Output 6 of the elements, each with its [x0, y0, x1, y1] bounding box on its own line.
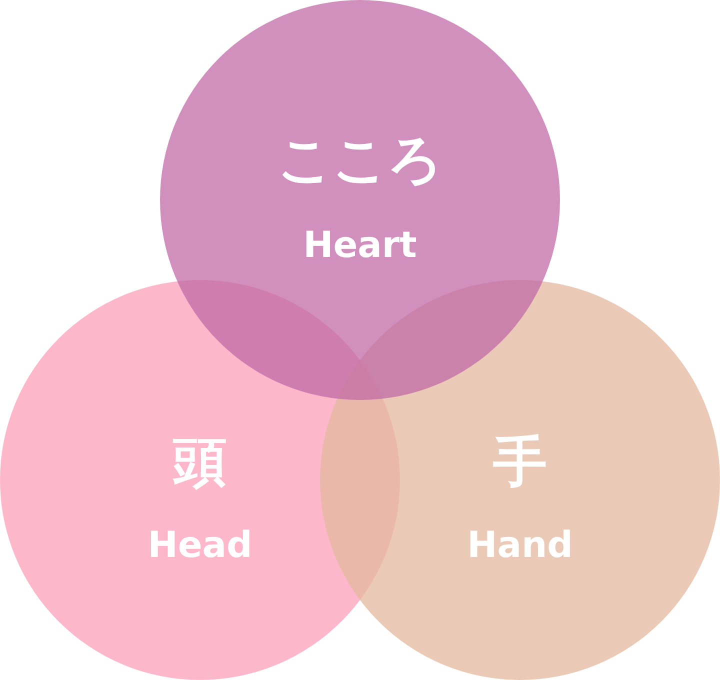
circle-subtitle: Head [146, 526, 254, 566]
circle-title: こころ [276, 130, 444, 190]
circle-title: 頭 [172, 432, 228, 492]
circle-title: 手 [492, 432, 548, 492]
circle-subtitle: Hand [466, 526, 574, 566]
circle-subtitle: Heart [302, 226, 418, 266]
